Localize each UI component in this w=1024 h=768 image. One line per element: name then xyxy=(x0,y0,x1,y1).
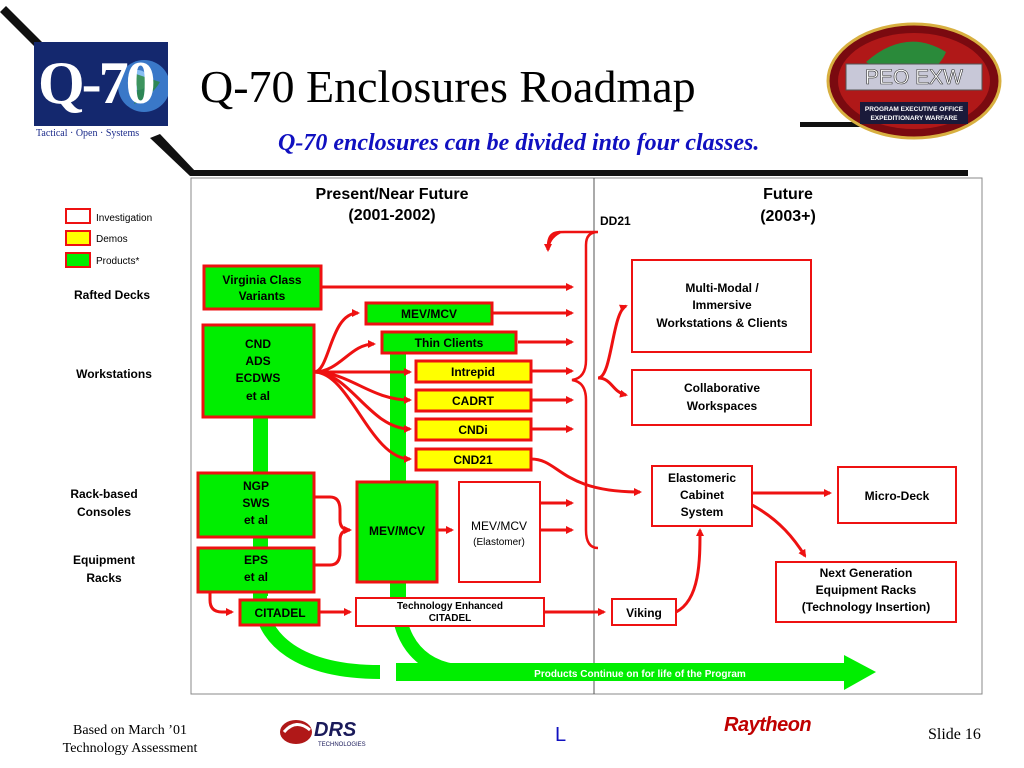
cnd-line1: CND xyxy=(245,337,271,351)
present-header-line1: Present/Near Future xyxy=(316,186,469,203)
multimodal-box xyxy=(631,259,812,353)
micro-deck-label: Micro-Deck xyxy=(865,489,930,503)
tagline: Tactical · Open · Systems xyxy=(36,128,140,139)
elastomeric-line1: Elastomeric xyxy=(668,471,736,485)
badge-text: PEO EXW xyxy=(865,66,963,89)
ngp-group-box xyxy=(196,471,316,539)
collaborative-line2: Workspaces xyxy=(687,399,758,413)
virginia-class-box xyxy=(202,264,323,311)
next-gen-line2: Equipment Racks xyxy=(816,583,917,597)
globe-icon xyxy=(118,60,170,112)
thin-clients-box xyxy=(380,330,518,355)
next-gen-line1: Next Generation xyxy=(820,566,913,580)
flow-arrows xyxy=(208,230,832,616)
multimodal-line1: Multi-Modal / xyxy=(685,281,759,295)
present-header-line2: (2001-2002) xyxy=(348,207,435,224)
citadel-box xyxy=(238,598,321,627)
products: Virginia Class Variants CND ADS ECDWS et… xyxy=(196,264,518,627)
intrepid-box xyxy=(414,359,533,384)
legend-swatch-investigation xyxy=(65,208,91,224)
multimodal-line3: Workstations & Clients xyxy=(656,316,787,330)
row-label-rack-based-2: Consoles xyxy=(77,505,131,519)
cnd21-label: CND21 xyxy=(453,453,493,467)
next-gen-racks-box xyxy=(775,561,957,623)
mev-mcv-top-box xyxy=(364,301,494,326)
legend-investigation: Investigation xyxy=(96,213,152,224)
demos: Intrepid CADRT CNDi CND21 xyxy=(414,359,533,472)
logo-text: Q-70 xyxy=(38,50,156,116)
page-subtitle: Q-70 enclosures can be divided into four… xyxy=(278,130,760,156)
virginia-line1: Virginia Class xyxy=(222,273,301,287)
mev-elastomer-line1: MEV/MCV xyxy=(471,519,527,533)
cnd-line4: et al xyxy=(246,389,270,403)
intrepid-label: Intrepid xyxy=(451,365,495,379)
badge-caption-2: EXPEDITIONARY WARFARE xyxy=(870,115,958,122)
badge-caption-1: PROGRAM EXECUTIVE OFFICE xyxy=(865,106,964,113)
ngp-line2: SWS xyxy=(242,496,269,510)
page-title: Q-70 Enclosures Roadmap xyxy=(200,61,696,112)
dd21-label: DD21 xyxy=(600,214,631,228)
cnd-line3: ECDWS xyxy=(236,371,281,385)
multimodal-line2: Immersive xyxy=(692,298,752,312)
tech-citadel-box xyxy=(355,597,545,627)
footer-mid-mark: L xyxy=(555,724,567,746)
footer-note: Based on March ’01 Technology Assessment xyxy=(40,722,220,758)
investigations: MEV/MCV (Elastomer) Technology Enhanced … xyxy=(355,259,957,627)
viking-box xyxy=(611,598,677,626)
legend-swatch-demos xyxy=(65,230,91,246)
mev-mcv-mid-box xyxy=(355,480,439,584)
mev-mcv-mid-label: MEV/MCV xyxy=(369,524,425,538)
mev-mcv-top-label: MEV/MCV xyxy=(401,307,457,321)
tech-citadel-line2: CITADEL xyxy=(429,613,472,624)
collaborative-box xyxy=(631,369,812,426)
micro-deck-box xyxy=(837,466,957,524)
mev-elastomer-line2: (Elastomer) xyxy=(473,537,525,548)
tech-citadel-line1: Technology Enhanced xyxy=(397,601,503,612)
ngp-line1: NGP xyxy=(243,479,269,493)
future-header-line2: (2003+) xyxy=(760,208,816,225)
slide-number: Slide 16 xyxy=(928,726,981,743)
citadel-label: CITADEL xyxy=(254,606,305,620)
elastomeric-box xyxy=(651,465,753,527)
legend-demos: Demos xyxy=(96,234,128,245)
row-label-rafted: Rafted Decks xyxy=(74,288,150,302)
next-gen-line3: (Technology Insertion) xyxy=(802,600,930,614)
thin-clients-label: Thin Clients xyxy=(415,336,484,350)
drs-sub: TECHNOLOGIES xyxy=(318,742,366,748)
collaborative-line1: Collaborative xyxy=(684,381,760,395)
lifetime-banner: Products Continue on for life of the Pro… xyxy=(534,669,746,680)
peo-exw-badge: PEO EXW PROGRAM EXECUTIVE OFFICE EXPEDIT… xyxy=(826,22,1002,140)
row-label-workstations: Workstations xyxy=(76,367,152,381)
eps-group-box xyxy=(196,546,316,594)
footer-note-line2: Technology Assessment xyxy=(62,741,198,756)
row-label-equipment-2: Racks xyxy=(86,571,122,585)
eps-line1: EPS xyxy=(244,553,268,567)
cndi-box xyxy=(414,417,533,442)
ngp-line3: et al xyxy=(244,513,268,527)
future-header-line1: Future xyxy=(763,186,813,203)
legend: Investigation Demos Products* xyxy=(65,208,152,268)
footer-note-line1: Based on March ’01 xyxy=(73,723,187,738)
q70-logo: Q-70 xyxy=(34,42,170,126)
legend-products: Products* xyxy=(96,256,139,267)
cnd-line2: ADS xyxy=(245,354,270,368)
row-label-rack-based-1: Rack-based xyxy=(70,487,137,501)
cnd-group-box xyxy=(201,323,316,419)
cadrt-box xyxy=(414,388,533,413)
cnd21-box xyxy=(414,447,533,472)
viking-label: Viking xyxy=(626,606,662,620)
mev-elastomer-box xyxy=(458,481,541,583)
raytheon-logo: Raytheon xyxy=(724,714,812,736)
elastomeric-line2: Cabinet xyxy=(680,488,724,502)
cadrt-label: CADRT xyxy=(452,394,495,408)
drs-text: DRS xyxy=(314,719,357,741)
cndi-label: CNDi xyxy=(458,423,487,437)
row-label-equipment-1: Equipment xyxy=(73,553,135,567)
eps-line2: et al xyxy=(244,570,268,584)
elastomeric-line3: System xyxy=(681,505,724,519)
legend-swatch-products xyxy=(65,252,91,268)
virginia-line2: Variants xyxy=(239,289,286,303)
drs-logo: DRS TECHNOLOGIES xyxy=(280,719,366,748)
